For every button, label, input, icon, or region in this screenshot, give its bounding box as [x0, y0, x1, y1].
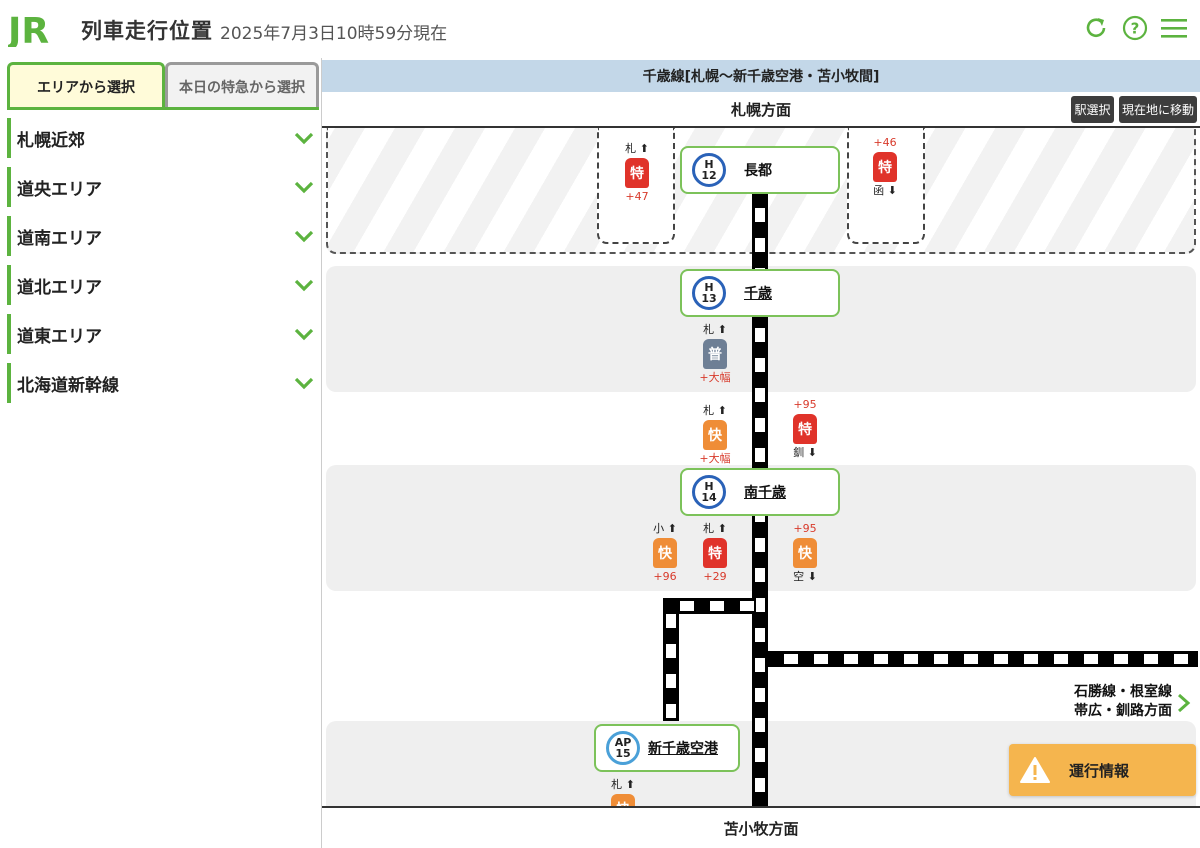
svg-text:?: ?	[1131, 20, 1140, 38]
train-destination-up: 札 ⬆	[625, 142, 649, 155]
help-icon[interactable]: ?	[1121, 14, 1149, 42]
direction-south: 苫小牧方面	[322, 806, 1200, 848]
line-title: 千歳線[札幌〜新千歳空港・苫小牧間]	[322, 60, 1200, 92]
page-title: 列車走行位置	[81, 19, 213, 43]
menu-icon[interactable]	[1160, 14, 1188, 42]
chevron-down-icon	[294, 181, 314, 194]
train-type-badge: 特	[625, 158, 649, 188]
sekisho-line-track	[768, 651, 1198, 667]
tab-express-select[interactable]: 本日の特急から選択	[165, 62, 319, 108]
train-delay: +95	[793, 398, 817, 411]
siding-track	[847, 128, 925, 244]
station-name: 長都	[744, 163, 772, 179]
station-name: 新千歳空港	[648, 741, 718, 757]
service-info-button[interactable]: 運行情報	[1009, 744, 1196, 796]
train-type-badge: 快	[703, 420, 727, 450]
train-marker[interactable]: 札 ⬆ 普 +大幅	[698, 323, 732, 401]
chevron-down-icon	[294, 328, 314, 341]
train-delay: +29	[703, 570, 727, 583]
station-select-button[interactable]: 駅選択	[1071, 96, 1114, 123]
chevron-down-icon	[294, 230, 314, 243]
warning-icon	[1020, 757, 1050, 783]
train-marker[interactable]: 札 ⬆ 特 +47	[620, 142, 654, 220]
app-header: JR 列車走行位置 2025年7月3日10時59分現在 ?	[0, 0, 1200, 58]
train-marker[interactable]: 釧 ⬇ 特 +95	[788, 398, 822, 476]
direction-north: 札幌方面	[322, 92, 1200, 128]
branch-line-name: 石勝線・根室線	[1074, 684, 1172, 700]
station-name: 千歳	[744, 286, 772, 302]
train-destination-up: 小 ⬆	[653, 522, 677, 535]
train-destination-down: 釧 ⬇	[793, 446, 817, 459]
area-item-sapporo[interactable]: 札幌近郊	[7, 118, 319, 158]
station-name: 南千歳	[744, 485, 786, 501]
area-item-douhoku[interactable]: 道北エリア	[7, 265, 319, 305]
area-item-shinkansen[interactable]: 北海道新幹線	[7, 363, 319, 403]
airport-branch-track	[663, 598, 679, 721]
train-delay: +96	[653, 570, 677, 583]
chevron-down-icon	[294, 132, 314, 145]
area-item-label: 道北エリア	[17, 277, 102, 298]
area-item-label: 札幌近郊	[17, 130, 85, 151]
branch-line-label[interactable]: 石勝線・根室線 帯広・釧路方面	[1074, 683, 1172, 721]
airport-branch-track	[664, 598, 756, 614]
area-item-label: 道東エリア	[17, 326, 102, 347]
train-marker[interactable]: 函 ⬇ 特 +46	[868, 136, 902, 214]
train-delay: +大幅	[699, 371, 731, 384]
train-marker[interactable]: 札 ⬆ 快 +大幅	[698, 404, 732, 482]
refresh-icon[interactable]	[1082, 14, 1110, 42]
chevron-down-icon	[294, 279, 314, 292]
train-marker[interactable]: 札 ⬆ 特 +29	[698, 522, 732, 600]
area-item-label: 道南エリア	[17, 228, 102, 249]
train-type-badge: 快	[611, 794, 635, 806]
area-item-label: 道央エリア	[17, 179, 102, 200]
train-type-badge: 普	[703, 339, 727, 369]
train-type-badge: 快	[793, 538, 817, 568]
chevron-down-icon	[294, 377, 314, 390]
train-type-badge: 特	[703, 538, 727, 568]
jr-logo: JR	[8, 11, 49, 47]
area-item-doutou[interactable]: 道東エリア	[7, 314, 319, 354]
train-destination-up: 札 ⬆	[703, 404, 727, 417]
train-type-badge: 特	[873, 152, 897, 182]
train-marker[interactable]: 札 ⬆ 快	[606, 778, 640, 806]
service-info-label: 運行情報	[1069, 761, 1130, 780]
train-delay: +95	[793, 522, 817, 535]
train-destination-up: 札 ⬆	[703, 522, 727, 535]
train-delay: +47	[625, 190, 649, 203]
tab-underline	[7, 107, 319, 110]
train-delay: +大幅	[699, 452, 731, 465]
train-marker[interactable]: 小 ⬆ 快 +96	[648, 522, 682, 600]
area-item-douou[interactable]: 道央エリア	[7, 167, 319, 207]
train-marker[interactable]: 空 ⬇ 快 +95	[788, 522, 822, 600]
chevron-right-icon[interactable]	[1176, 693, 1192, 713]
train-type-badge: 快	[653, 538, 677, 568]
train-delay: +46	[873, 136, 897, 149]
train-destination-down: 函 ⬇	[873, 184, 897, 197]
move-current-button[interactable]: 現在地に移動	[1119, 96, 1197, 123]
train-type-badge: 特	[793, 414, 817, 444]
update-timestamp: 2025年7月3日10時59分現在	[220, 24, 448, 44]
tab-area-select[interactable]: エリアから選択	[7, 62, 165, 108]
sidebar: エリアから選択 本日の特急から選択 札幌近郊 道央エリア 道南エリア 道北エリア…	[0, 58, 322, 848]
train-destination-up: 札 ⬆	[703, 323, 727, 336]
branch-line-direction: 帯広・釧路方面	[1074, 703, 1172, 719]
area-item-dounan[interactable]: 道南エリア	[7, 216, 319, 256]
train-destination-up: 札 ⬆	[611, 778, 635, 791]
train-destination-down: 空 ⬇	[793, 570, 817, 583]
svg-text:JR: JR	[8, 11, 49, 47]
area-item-label: 北海道新幹線	[17, 375, 119, 396]
